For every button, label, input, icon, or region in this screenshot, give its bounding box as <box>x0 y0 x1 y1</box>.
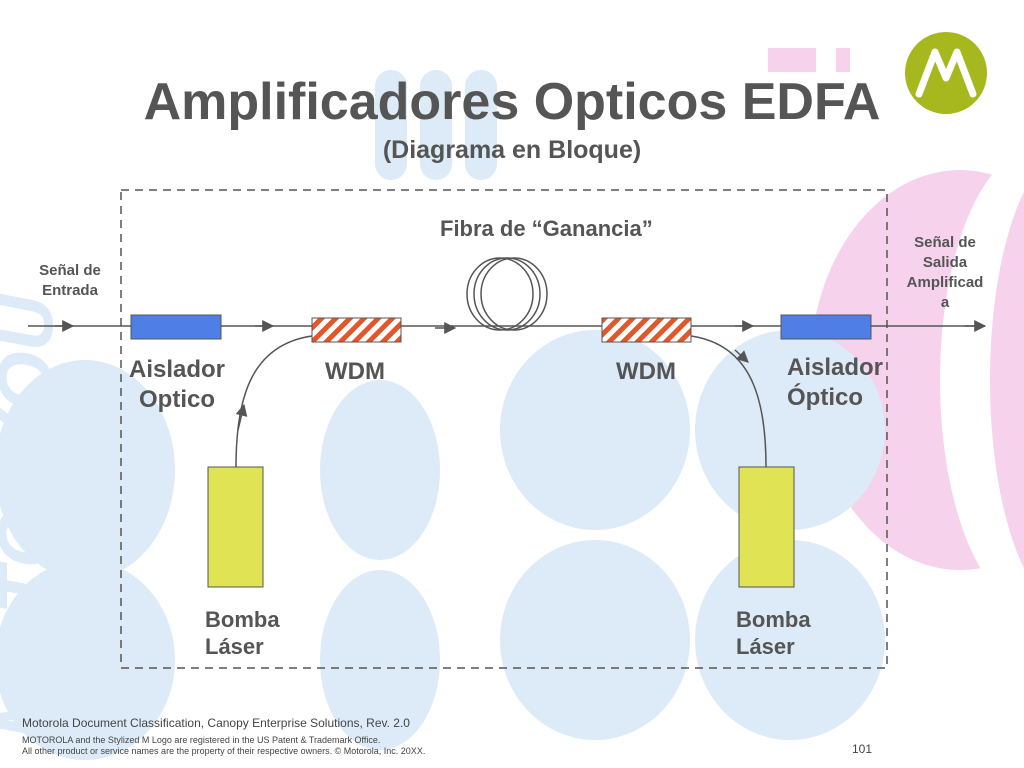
wdm-right <box>601 317 692 343</box>
input-label-line: Entrada <box>42 282 98 299</box>
pump-laser-right <box>738 466 795 588</box>
gain-fiber-coil <box>466 257 548 331</box>
output-label-line: Señal de <box>914 234 976 251</box>
pump-left-label: Bomba Láser <box>205 606 280 660</box>
trademark-notice: All other product or service names are t… <box>22 746 426 756</box>
pump-left-label-line: Láser <box>205 634 264 659</box>
bg-pink-block <box>768 48 816 72</box>
pump-laser-left <box>207 466 264 588</box>
gain-fiber-label: Fibra de “Ganancia” <box>440 216 653 241</box>
motorola-m-icon <box>915 48 977 98</box>
pump-fiber-left <box>235 335 313 468</box>
isolator-left-label: Aislador Optico <box>122 355 232 415</box>
pump-fiber-right <box>690 335 767 468</box>
bg-blue-circle <box>695 540 885 740</box>
watermark-text: MOTO4YOU <box>0 293 69 740</box>
isolator-right-label: Aislador Óptico <box>787 353 897 413</box>
isolator-left-label-line: Optico <box>139 386 215 413</box>
amplifier-boundary <box>120 189 888 669</box>
pump-arrow-left <box>235 403 248 431</box>
bg-blue-bar <box>375 70 407 180</box>
input-signal-label: Señal de Entrada <box>25 261 115 301</box>
slide-subtitle: (Diagrama en Bloque) <box>382 136 642 164</box>
isolator-left-label-line: Aislador <box>128 356 226 383</box>
bg-blue-circle <box>500 540 690 740</box>
bg-blue-circle <box>500 330 690 530</box>
isolator-left <box>130 314 222 340</box>
bg-blue-circle <box>0 360 175 580</box>
pump-right-label-line: Láser <box>736 634 795 659</box>
document-classification: Motorola Document Classification, Canopy… <box>22 716 410 730</box>
trademark-notice: MOTOROLA and the Stylized M Logo are reg… <box>22 735 381 745</box>
pump-arrow-right <box>734 349 749 363</box>
isolator-right-label-line: Óptico <box>787 384 863 411</box>
pump-right-label: Bomba Láser <box>736 606 811 660</box>
output-label-line: Salida <box>922 254 968 271</box>
bg-pink-block <box>836 48 850 72</box>
bg-blue-circle <box>0 560 175 760</box>
wdm-left-label: WDM <box>325 358 385 385</box>
pump-left-label-line: Bomba <box>205 607 280 632</box>
bg-blue-circle <box>320 570 440 750</box>
page-number: 101 <box>852 742 873 756</box>
bg-blue-bar <box>465 70 497 180</box>
slide-title: Amplificadores Opticos EDFA <box>143 73 881 131</box>
output-label-line: a <box>940 294 950 311</box>
wdm-right-label: WDM <box>616 358 676 385</box>
output-signal-label: Señal de Salida Amplificad a <box>895 233 995 313</box>
pump-right-label-line: Bomba <box>736 607 811 632</box>
isolator-right-label-line: Aislador <box>787 354 884 381</box>
input-label-line: Señal de <box>39 262 101 279</box>
bg-blue-circle <box>320 380 440 560</box>
output-label-line: Amplificad <box>906 274 984 291</box>
isolator-right <box>780 314 872 340</box>
wdm-left <box>311 317 402 343</box>
bg-pink-circle-2 <box>990 191 1024 569</box>
motorola-logo <box>905 32 987 114</box>
bg-blue-bar <box>420 70 452 180</box>
